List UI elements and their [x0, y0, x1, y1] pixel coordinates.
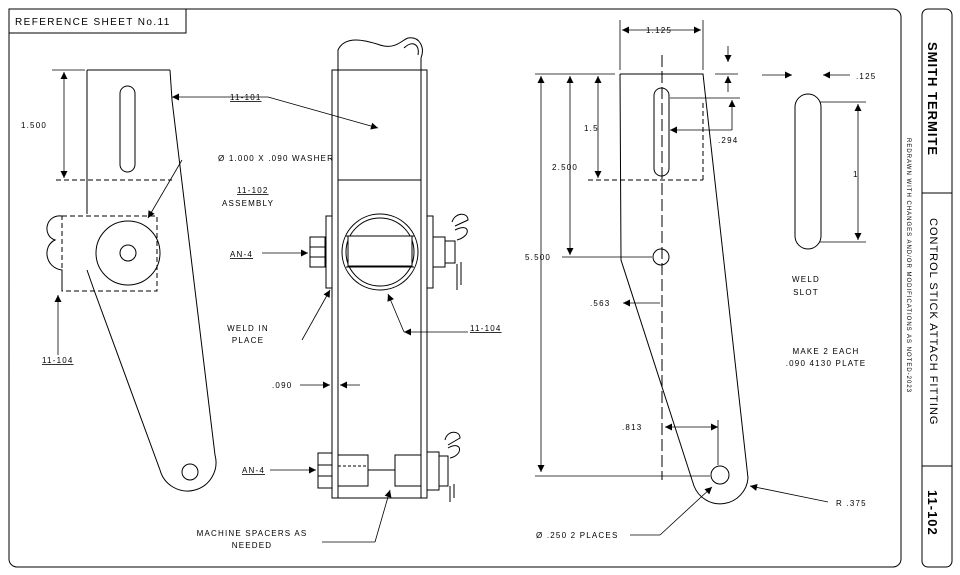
right-lower-hole — [710, 465, 730, 485]
center-dims — [262, 249, 468, 543]
spacer-1 — [337, 454, 369, 487]
assembly-word: ASSEMBLY — [222, 199, 274, 208]
center-ref-11-104: 11-104 — [470, 324, 502, 333]
weld-slot-1: WELD — [792, 275, 820, 284]
ref-11-101: 11-101 — [230, 93, 262, 102]
part-name: CONTROL STICK ATTACH FITTING — [927, 218, 939, 425]
center-body — [337, 69, 422, 499]
right-fitting-outline — [619, 73, 749, 505]
dim-1: 1 — [853, 170, 859, 179]
dim-1125: 1.125 — [646, 26, 672, 35]
reference-sheet-label: REFERENCE SHEET No.11 — [15, 17, 171, 28]
spacers-label-2: NEEDED — [232, 541, 273, 550]
spacers-label-1: MACHINE SPACERS AS — [197, 529, 308, 538]
redrawn-note: REDRAWN WITH CHANGES AND/OR MODIFICATION… — [905, 138, 911, 393]
top-bolt-head — [309, 236, 326, 268]
weld-in-place-2: PLACE — [232, 336, 264, 345]
dim-125: .125 — [856, 72, 876, 81]
spacer-2 — [394, 454, 422, 487]
weld-in-place-1: WELD IN — [227, 324, 269, 333]
aircraft-name: SMITH TERMITE — [925, 42, 940, 156]
right-view — [588, 55, 822, 505]
left-bottom-hole — [181, 463, 199, 481]
weld-slot-2: SLOT — [793, 288, 819, 297]
reference-box — [8, 8, 187, 34]
title-block-border — [921, 8, 953, 568]
part-number: 11-102 — [925, 490, 940, 536]
weld-slot-detail — [794, 93, 822, 250]
center-view — [309, 37, 469, 502]
dim-294: .294 — [718, 136, 738, 145]
washer-label: Ø 1.000 X .090 WASHER — [218, 154, 334, 163]
left-fitting-outline — [86, 69, 217, 492]
dim-15: 1.5 — [584, 124, 599, 133]
left-washer-box — [61, 215, 158, 292]
dim-090: .090 — [272, 381, 292, 390]
left-dims — [52, 69, 379, 355]
holes-label: Ø .250 2 PLACES — [536, 531, 618, 540]
center-left-plate — [331, 69, 339, 499]
dim-2500: 2.500 — [552, 163, 578, 172]
right-dims — [535, 20, 866, 536]
right-upper-hole — [652, 248, 670, 266]
an4-bottom: AN-4 — [242, 466, 265, 475]
assembly-number: 11-102 — [237, 186, 269, 195]
dim-1500: 1.500 — [21, 121, 47, 130]
center-tube-section — [341, 213, 419, 291]
an4-top: AN-4 — [230, 250, 253, 259]
dim-563: .563 — [590, 299, 610, 308]
left-tube-break — [46, 215, 63, 291]
left-slot — [119, 85, 136, 173]
left-view — [46, 69, 217, 492]
radius-label: R .375 — [836, 499, 867, 508]
drawing-border — [8, 8, 902, 568]
dim-5500: 5.500 — [525, 253, 551, 262]
left-washer — [95, 220, 161, 286]
make-2-each: MAKE 2 EACH — [793, 347, 860, 356]
dim-813: .813 — [622, 423, 642, 432]
left-ref-11-104: 11-104 — [42, 356, 74, 365]
plate-spec: .090 4130 PLATE — [786, 359, 867, 368]
center-right-plate — [420, 69, 428, 499]
bottom-bolt-head — [317, 452, 333, 489]
center-tube-break — [337, 37, 423, 70]
